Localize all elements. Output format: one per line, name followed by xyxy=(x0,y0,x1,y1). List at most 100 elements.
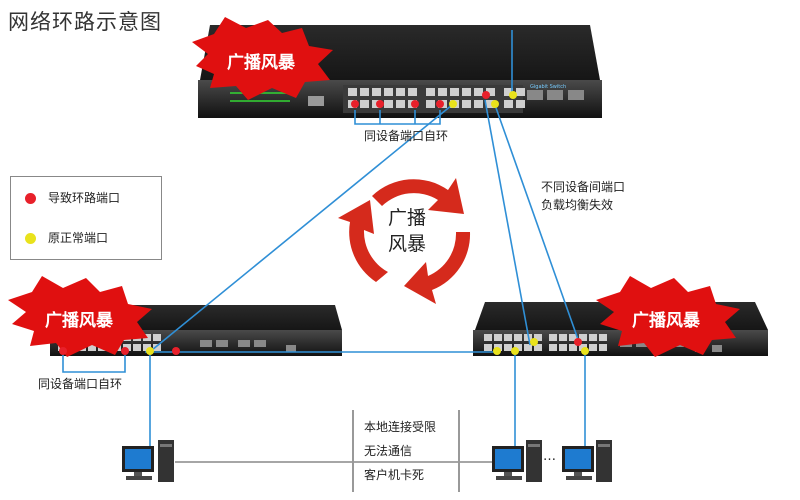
switch-port xyxy=(514,334,522,341)
normal-port-dot xyxy=(509,91,517,99)
switch-port xyxy=(599,344,607,351)
switch-port xyxy=(462,88,471,96)
left-self-loop-label: 同设备端口自环 xyxy=(38,377,123,391)
switch-port xyxy=(514,344,522,351)
switch-port xyxy=(549,334,557,341)
normal-port-dot xyxy=(491,100,499,108)
switch-port xyxy=(384,88,393,96)
client-status-note: 本地连接受限 无法通信 客户机卡死 xyxy=(352,410,460,492)
note-line: 客户机卡死 xyxy=(364,468,425,482)
normal-port-dot xyxy=(146,347,154,355)
client-pc-right-1 xyxy=(492,440,542,482)
normal-port-dot xyxy=(530,338,538,346)
burst-label-right: 广播风暴 xyxy=(632,311,700,331)
red-dot-icon xyxy=(25,193,36,204)
switch-port xyxy=(396,100,405,108)
note-line: 本地连接受限 xyxy=(364,420,437,434)
client-computers xyxy=(122,440,612,482)
loop-port-dot xyxy=(121,347,129,355)
switch-port xyxy=(504,334,512,341)
cycle-arrows-icon xyxy=(338,178,471,304)
svg-text:Gigabit Switch: Gigabit Switch xyxy=(530,84,566,90)
switch-port xyxy=(549,344,557,351)
switch-port xyxy=(372,88,381,96)
loop-port-dot xyxy=(59,347,67,355)
loop-port-dot xyxy=(351,100,359,108)
switch-port xyxy=(384,100,393,108)
switch-port xyxy=(438,88,447,96)
switch-port xyxy=(534,344,542,351)
cable-top-to-left xyxy=(151,104,453,351)
loop-port-dot xyxy=(411,100,419,108)
switch-port xyxy=(579,334,587,341)
top-self-loop xyxy=(354,110,441,125)
switch-port xyxy=(516,88,525,96)
switch-port xyxy=(426,88,435,96)
switch-port xyxy=(153,344,161,351)
switch-port xyxy=(396,88,405,96)
switch-port xyxy=(462,100,471,108)
client-pc-left xyxy=(122,440,174,482)
loop-port-dot xyxy=(376,100,384,108)
burst-label-top: 广播风暴 xyxy=(227,53,295,73)
switch-port xyxy=(484,334,492,341)
cable-top-to-right-2 xyxy=(494,104,581,346)
switch-port xyxy=(559,344,567,351)
switch-port xyxy=(516,100,525,108)
switch-port xyxy=(504,100,513,108)
switch-port xyxy=(153,334,161,341)
switch-port xyxy=(504,88,513,96)
switch-port xyxy=(123,344,131,351)
bursts xyxy=(8,17,740,357)
loop-port-dot xyxy=(436,100,444,108)
top-self-loop-label: 同设备端口自环 xyxy=(364,129,449,143)
normal-port-dot xyxy=(493,347,501,355)
note-line: 无法通信 xyxy=(364,444,413,458)
switch-port xyxy=(589,334,597,341)
switch-port xyxy=(579,344,587,351)
switch-port xyxy=(143,344,151,351)
cross-device-label: 不同设备间端口 负载均衡失效 xyxy=(541,180,626,212)
left-self-loop xyxy=(62,355,126,373)
loop-port-dot xyxy=(172,347,180,355)
loop-port-dot xyxy=(574,338,582,346)
legend: 导致环路端口 原正常端口 xyxy=(10,176,162,260)
loop-port-dot xyxy=(482,91,490,99)
switch-port xyxy=(524,344,532,351)
switch-port xyxy=(504,344,512,351)
cable-top-to-right-1 xyxy=(484,99,531,346)
switch-port xyxy=(360,100,369,108)
switch-port xyxy=(569,334,577,341)
switch-port xyxy=(348,88,357,96)
switch-port xyxy=(486,88,495,96)
page-title: 网络环路示意图 xyxy=(8,10,162,34)
normal-port-dot xyxy=(449,100,457,108)
switch-port xyxy=(88,344,96,351)
switch-port xyxy=(426,100,435,108)
switch-port xyxy=(474,100,483,108)
cables xyxy=(62,30,586,463)
normal-port-dot xyxy=(511,347,519,355)
burst-left xyxy=(8,276,152,357)
normal-port-dot xyxy=(581,347,589,355)
switch-port xyxy=(360,88,369,96)
switch-port xyxy=(599,334,607,341)
legend-item-loop-port: 导致环路端口 xyxy=(25,189,120,206)
switch-port xyxy=(474,88,483,96)
legend-item-normal-port: 原正常端口 xyxy=(25,229,108,246)
switch-port xyxy=(589,344,597,351)
yellow-dot-icon xyxy=(25,233,36,244)
ellipsis: … xyxy=(543,449,556,464)
switch-port xyxy=(486,100,495,108)
client-pc-right-2 xyxy=(562,440,612,482)
switch-port xyxy=(408,88,417,96)
switch-port xyxy=(450,88,459,96)
switch-port xyxy=(133,344,141,351)
switch-port xyxy=(559,334,567,341)
switch-port xyxy=(494,334,502,341)
switch-port xyxy=(484,344,492,351)
burst-right xyxy=(596,276,740,357)
switch-port xyxy=(534,334,542,341)
switch-port xyxy=(569,344,577,351)
